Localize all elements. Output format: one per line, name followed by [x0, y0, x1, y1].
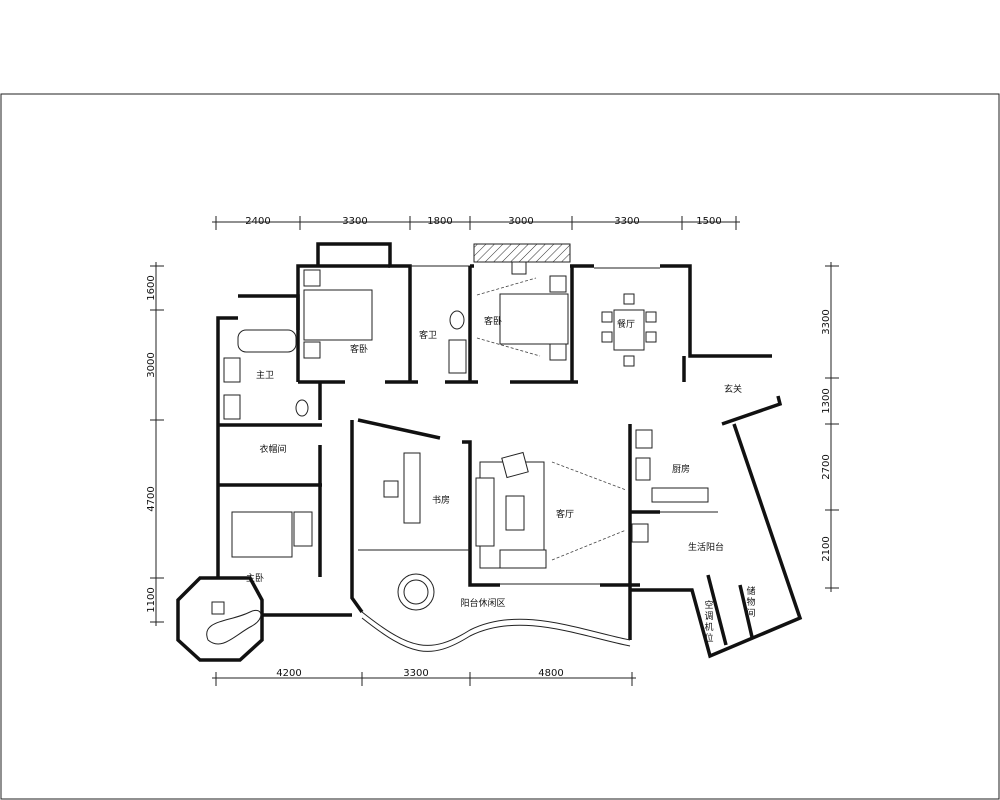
svg-text:空: 空: [704, 599, 713, 611]
dim-right-4: 2100: [821, 536, 832, 561]
bed: [231, 511, 293, 558]
toilet: [295, 399, 309, 417]
dim-bottom-1: 4200: [276, 668, 301, 679]
label-study: 书房: [432, 494, 450, 506]
dim-left-2: 3000: [146, 352, 157, 377]
curved-desk: [206, 610, 262, 645]
dim-top-2: 3300: [342, 216, 367, 227]
dim-top-5: 3300: [614, 216, 639, 227]
dim-top-1: 2400: [245, 216, 270, 227]
label-balcony-lounge: 阳台休闲区: [460, 597, 505, 609]
stove: [635, 457, 651, 481]
office-chair: [383, 480, 399, 498]
kitchen-counter: [651, 487, 709, 503]
drawing-frame: [0, 93, 1000, 800]
dining-table: [613, 309, 645, 351]
nightstand: [303, 269, 321, 287]
toilet: [449, 310, 465, 330]
chair: [211, 601, 225, 615]
bed: [303, 289, 373, 341]
svg-text:位: 位: [704, 632, 713, 644]
top-dimension-line: 2400 3300 1800 3000 3300 1500: [212, 216, 740, 230]
bathtub: [237, 329, 297, 353]
washbasin: [223, 394, 241, 420]
bed: [499, 293, 569, 345]
label-master-bath: 主卫: [256, 369, 274, 381]
label-foyer: 玄关: [724, 383, 742, 395]
nightstand: [549, 343, 567, 361]
desk: [403, 452, 421, 524]
dim-right-3: 2700: [821, 454, 832, 479]
dim-right-1: 3300: [821, 309, 832, 334]
washbasin: [223, 357, 241, 383]
dim-bottom-2: 3300: [403, 668, 428, 679]
svg-text:储: 储: [746, 585, 755, 597]
nightstand: [549, 275, 567, 293]
sofa: [475, 477, 495, 547]
label-kitchen: 厨房: [672, 463, 690, 475]
bottom-dimension-line: 4200 3300 4800: [212, 668, 636, 686]
dim-left-4: 1100: [146, 587, 157, 612]
dim-bottom-3: 4800: [538, 668, 563, 679]
nightstand: [303, 341, 321, 359]
label-guest-bedroom-1: 客卧: [350, 343, 368, 355]
dim-left-3: 4700: [146, 486, 157, 511]
svg-text:调: 调: [704, 611, 713, 622]
dim-top-4: 3000: [508, 216, 533, 227]
sofa: [499, 549, 547, 569]
label-living: 客厅: [556, 508, 574, 520]
room-labels: 主卫 客卧 客卫 客卧 餐厅 玄关 衣帽间 书房 客厅 厨房 生活阳台 主卧 阳…: [246, 315, 756, 644]
dim-left-1: 1600: [146, 275, 157, 300]
label-storage: 储 物 间: [746, 585, 755, 619]
label-ac-unit: 空 调 机 位: [704, 599, 713, 644]
right-dimension-line: 3300 1300 2700 2100: [821, 262, 839, 592]
dim-top-3: 1800: [427, 216, 452, 227]
chair: [511, 261, 527, 275]
bed-headboard: [293, 511, 313, 547]
label-closet: 衣帽间: [259, 443, 286, 455]
walls: [176, 242, 803, 662]
furniture: [206, 261, 709, 645]
coffee-table: [505, 495, 525, 531]
label-utility-balcony: 生活阳台: [688, 541, 724, 553]
armchair: [501, 451, 529, 479]
washbasin: [448, 339, 467, 374]
washing-machine: [631, 523, 649, 543]
label-master-bedroom: 主卧: [246, 572, 264, 584]
refrigerator: [635, 429, 653, 449]
svg-text:物: 物: [746, 596, 755, 608]
left-dimension-line: 1600 3000 4700 1100: [146, 262, 164, 626]
dim-right-2: 1300: [821, 388, 832, 413]
label-dining: 餐厅: [617, 318, 635, 330]
label-guest-bath: 客卫: [419, 329, 437, 341]
label-guest-bedroom-2: 客卧: [484, 315, 502, 327]
svg-text:机: 机: [704, 621, 713, 633]
svg-text:间: 间: [746, 607, 755, 619]
dim-top-6: 1500: [696, 216, 721, 227]
